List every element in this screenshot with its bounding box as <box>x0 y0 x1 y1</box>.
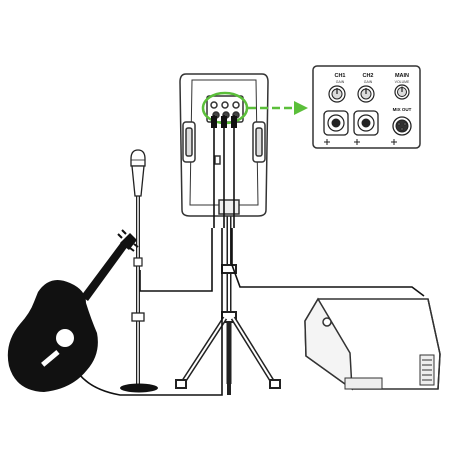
main-label: MAIN <box>395 73 409 79</box>
ch1-gain-label: GAIN <box>336 80 345 84</box>
cable-plugs <box>211 116 237 128</box>
ch2-gain-label: GAIN <box>364 80 373 84</box>
ch1-combo-jack-icon <box>323 110 349 136</box>
mix-out-xlr-icon <box>392 116 412 136</box>
main-volume-knob-icon <box>394 84 410 100</box>
ch1-label: CH1 <box>334 73 345 79</box>
ch2-label: CH2 <box>362 73 373 79</box>
acoustic-guitar-icon <box>7 229 139 392</box>
callout-arrow <box>248 101 308 115</box>
cables <box>78 115 425 396</box>
rear-panel-inset: CH1 GAIN CH2 GAIN MAIN VOLUME <box>312 65 421 149</box>
ch2-gain-knob-icon <box>357 85 375 103</box>
tripod-stand <box>175 212 281 395</box>
floor-monitor-speaker <box>304 297 441 391</box>
microphone-stand <box>120 196 158 393</box>
ch2-combo-jack-icon <box>353 110 379 136</box>
mix-out-label: MIX OUT <box>393 107 412 112</box>
microphone-icon <box>130 149 146 197</box>
main-volume-label: VOLUME <box>395 80 410 84</box>
ch1-gain-knob-icon <box>328 85 346 103</box>
